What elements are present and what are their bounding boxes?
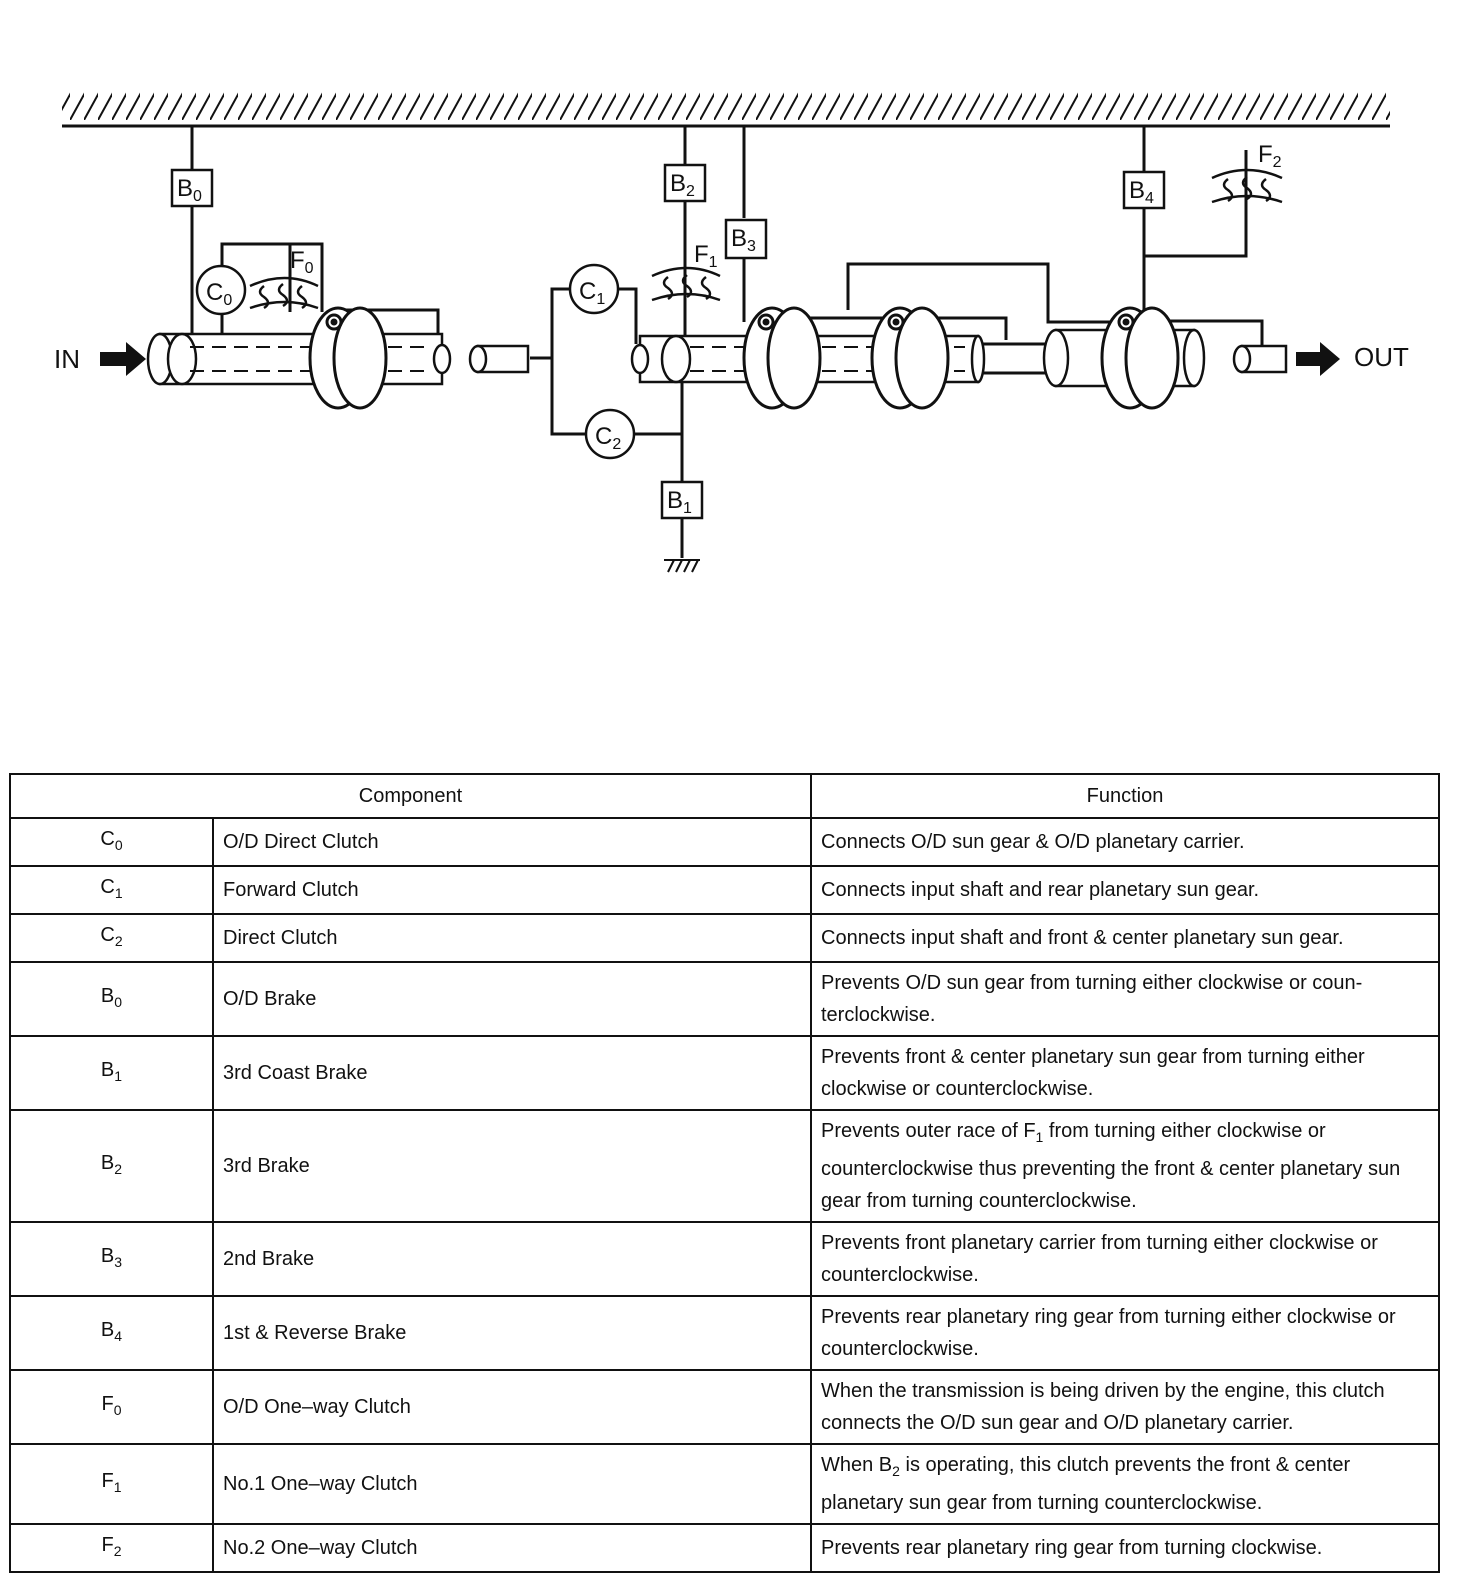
component-function: Connects input shaft and rear planetary …: [810, 865, 1440, 915]
f2-clutch-icon: [1211, 168, 1283, 204]
component-function: Prevents rear planetary ring gear from t…: [810, 1523, 1440, 1573]
component-symbol: F2: [9, 1523, 214, 1573]
od-planetary-gear: [308, 306, 388, 410]
b0-box: [170, 168, 214, 208]
table-row: C0 O/D Direct Clutch Connects O/D sun ge…: [9, 817, 1440, 867]
f1-label: F1: [694, 241, 718, 271]
component-function: Connects O/D sun gear & O/D planetary ca…: [810, 817, 1440, 867]
component-symbol: C2: [9, 913, 214, 963]
component-name: 3rd Brake: [212, 1109, 812, 1223]
component-name: 2nd Brake: [212, 1221, 812, 1297]
table-row: B4 1st & Reverse Brake Prevents rear pla…: [9, 1295, 1440, 1371]
c2-circle: [584, 408, 636, 460]
connection-lines: [190, 126, 1264, 558]
f0-label: F0: [290, 247, 314, 277]
component-name: 1st & Reverse Brake: [212, 1295, 812, 1371]
c0-circle: [195, 264, 247, 316]
component-function: Prevents front & center planetary sun ge…: [810, 1035, 1440, 1111]
component-function: Connects input shaft and front & center …: [810, 913, 1440, 963]
component-function: Prevents outer race of F1 from turning e…: [810, 1109, 1440, 1223]
output-arrow-icon: [1296, 342, 1340, 376]
component-symbol: B2: [9, 1109, 214, 1223]
brake-boxes: [170, 163, 1166, 520]
component-name: 3rd Coast Brake: [212, 1035, 812, 1111]
component-function: When the transmission is being driven by…: [810, 1369, 1440, 1445]
b2-box: [663, 163, 707, 203]
component-function-table: Component Function C0 O/D Direct Clutch …: [9, 773, 1440, 1573]
input-label: IN: [54, 344, 80, 374]
component-name: O/D Brake: [212, 961, 812, 1037]
component-function: Prevents rear planetary ring gear from t…: [810, 1295, 1440, 1371]
b3-box: [724, 218, 768, 260]
component-symbol: F1: [9, 1443, 214, 1525]
component-name: No.1 One–way Clutch: [212, 1443, 812, 1525]
component-symbol: B1: [9, 1035, 214, 1111]
f0-clutch-icon: [249, 276, 319, 310]
table-row: C1 Forward Clutch Connects input shaft a…: [9, 865, 1440, 915]
c1-label: C1: [579, 278, 605, 308]
clutch-circles: [195, 263, 636, 460]
table-row: B2 3rd Brake Prevents outer race of F1 f…: [9, 1109, 1440, 1223]
component-header: Component: [9, 773, 812, 819]
component-name: O/D One–way Clutch: [212, 1369, 812, 1445]
front-planetary-gear: [742, 306, 822, 410]
b4-label: B4: [1129, 177, 1154, 207]
component-labels: B0 C0 F0 C1 C2 B1 B2 F1 B3 B4 F2: [177, 141, 1282, 517]
planetary-gear-sets: [308, 306, 1180, 410]
component-symbol: B0: [9, 961, 214, 1037]
output-label: OUT: [1354, 342, 1409, 372]
one-way-clutch-symbols: [249, 168, 1283, 310]
component-symbol: C0: [9, 817, 214, 867]
table-header-row: Component Function: [9, 773, 1440, 819]
component-name: Forward Clutch: [212, 865, 812, 915]
rear-planetary-gear: [1100, 306, 1180, 410]
component-symbol: C1: [9, 865, 214, 915]
table-row: B0 O/D Brake Prevents O/D sun gear from …: [9, 961, 1440, 1037]
component-function: Prevents O/D sun gear from turning eithe…: [810, 961, 1440, 1037]
b1-box: [660, 480, 704, 520]
center-planetary-gear: [870, 306, 950, 410]
b0-label: B0: [177, 175, 202, 205]
ground-symbol: [664, 559, 700, 573]
table-row: B3 2nd Brake Prevents front planetary ca…: [9, 1221, 1440, 1297]
table-row: F1 No.1 One–way Clutch When B2 is operat…: [9, 1443, 1440, 1525]
component-name: No.2 One–way Clutch: [212, 1523, 812, 1573]
input-arrow-icon: [100, 342, 146, 376]
component-name: Direct Clutch: [212, 913, 812, 963]
component-symbol: B3: [9, 1221, 214, 1297]
component-symbol: B4: [9, 1295, 214, 1371]
component-name: O/D Direct Clutch: [212, 817, 812, 867]
c2-label: C2: [595, 423, 621, 453]
component-symbol: F0: [9, 1369, 214, 1445]
transmission-housing: [62, 88, 1390, 128]
function-header: Function: [810, 773, 1440, 819]
table-row: B1 3rd Coast Brake Prevents front & cent…: [9, 1035, 1440, 1111]
c1-circle: [568, 263, 620, 315]
b3-label: B3: [731, 225, 756, 255]
c0-label: C0: [206, 279, 232, 309]
b2-label: B2: [670, 170, 695, 200]
f2-label: F2: [1258, 141, 1282, 171]
component-function: Prevents front planetary carrier from tu…: [810, 1221, 1440, 1297]
component-function: When B2 is operating, this clutch preven…: [810, 1443, 1440, 1525]
b1-label: B1: [667, 487, 692, 517]
f1-clutch-icon: [651, 266, 721, 302]
table-row: F0 O/D One–way Clutch When the transmiss…: [9, 1369, 1440, 1445]
transmission-schematic: B0 C0 F0 C1 C2 B1 B2 F1 B3 B4 F2 IN OUT: [54, 88, 1409, 573]
b4-box: [1122, 170, 1166, 210]
table-row: C2 Direct Clutch Connects input shaft an…: [9, 913, 1440, 963]
table-row: F2 No.2 One–way Clutch Prevents rear pla…: [9, 1523, 1440, 1573]
